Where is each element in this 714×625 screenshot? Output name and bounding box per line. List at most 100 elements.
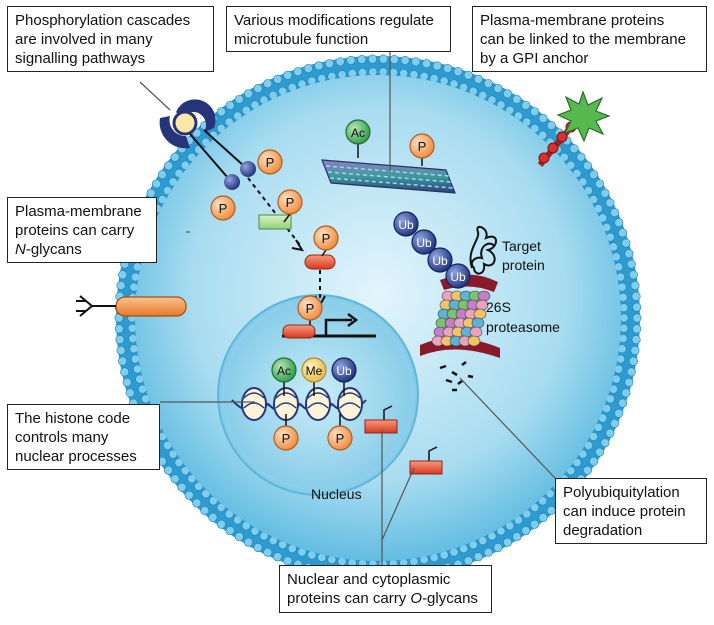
lipid-head xyxy=(600,438,610,448)
lipid-head xyxy=(493,543,503,553)
me-marker xyxy=(301,357,327,383)
ub-marker-label: Ub xyxy=(450,270,466,284)
callout-microtubule-line2: microtubule function xyxy=(234,31,369,48)
lipid-head xyxy=(216,519,226,529)
kinase-box xyxy=(258,214,292,230)
lipid-head xyxy=(157,170,167,180)
nucleosomes xyxy=(231,387,367,421)
lipid-head xyxy=(632,324,642,334)
ub-marker-label: Ub xyxy=(416,236,432,250)
p-marker xyxy=(327,425,353,451)
target-protein-label-line1: Target xyxy=(502,238,541,254)
ac-marker-label: Ac xyxy=(351,126,365,140)
lipid-head xyxy=(576,152,586,162)
lipid-head xyxy=(116,345,126,355)
o-glycan-protein-1 xyxy=(364,405,398,434)
lipid-head xyxy=(483,547,493,557)
callout-histone-line1: The histone code xyxy=(15,410,131,427)
o-italic: O xyxy=(410,590,423,607)
modification-stem xyxy=(283,213,291,223)
nucleosome xyxy=(305,387,331,421)
p-marker xyxy=(409,133,435,159)
lipid-head xyxy=(463,70,473,80)
lipid-head xyxy=(610,208,620,218)
lipid-head xyxy=(170,474,180,484)
lipid-head xyxy=(201,137,211,147)
lipid-head xyxy=(538,113,548,123)
p-marker-label: P xyxy=(336,431,345,446)
lipid-head xyxy=(530,107,540,117)
n-italic: N xyxy=(15,241,26,258)
lipid-head xyxy=(521,526,531,536)
ac-marker xyxy=(345,119,371,145)
lipid-head xyxy=(631,291,641,301)
lipid-head xyxy=(151,179,161,189)
lipid-head xyxy=(253,83,263,93)
p-marker xyxy=(297,295,323,321)
callout-gpi-line3: by a GPI anchor xyxy=(480,50,589,67)
lipid-head xyxy=(614,218,624,228)
lipid-head xyxy=(432,61,442,71)
me-marker-label: Me xyxy=(306,364,323,378)
callout-n-glycans: Plasma-membrane proteins can carry N-gly… xyxy=(7,197,157,263)
p-marker-label: P xyxy=(282,431,291,446)
lipid-head xyxy=(512,94,522,104)
lipid-head xyxy=(283,70,293,80)
dna-wrap xyxy=(339,392,361,409)
lipid-head xyxy=(595,447,605,457)
callout-o-glycans-line2: proteins can carry O-glycans xyxy=(287,589,484,608)
receptor-complex xyxy=(159,99,256,190)
o-glycans-rest: -glycans xyxy=(422,590,478,607)
lipid-head xyxy=(116,281,126,291)
ub-marker-label: Ub xyxy=(336,364,352,378)
membrane-lipid-heads xyxy=(114,54,642,582)
lipid-head xyxy=(521,100,531,110)
lipid-head xyxy=(263,547,273,557)
lipid-head xyxy=(324,59,334,69)
lipid-head xyxy=(163,465,173,475)
lipid-head xyxy=(200,505,210,515)
callout-polyubiquitylation-line3: degradation xyxy=(563,522,643,539)
lipid-head xyxy=(225,526,235,536)
lipid-head xyxy=(115,335,125,345)
callout-o-glycans-line1: Nuclear and cytoplasmic xyxy=(287,571,451,588)
p-marker-label: P xyxy=(306,301,315,316)
lipid-head xyxy=(346,55,356,65)
lipid-head xyxy=(357,55,367,65)
lipid-head xyxy=(453,67,463,77)
microtubule xyxy=(321,159,456,194)
lipid-head xyxy=(263,79,273,89)
lipid-head xyxy=(400,55,410,65)
lipid-head xyxy=(244,537,254,547)
lipid-head xyxy=(626,259,636,269)
callout-polyubiquitylation-line2: can induce protein xyxy=(563,503,686,520)
p-marker xyxy=(273,425,299,451)
o-glycans-prefix: proteins can carry xyxy=(287,590,411,607)
lipid-head xyxy=(630,345,640,355)
lipid-head xyxy=(502,89,512,99)
lipid-head xyxy=(118,270,128,280)
lipid-head xyxy=(632,302,642,312)
callout-n-glycans-line3: N-glycans xyxy=(15,240,149,259)
gene-promoter xyxy=(282,313,376,339)
lipid-head xyxy=(122,377,132,387)
lipid-head xyxy=(630,281,640,291)
ub-marker xyxy=(331,357,357,383)
lipid-head xyxy=(114,324,124,334)
lipid-head xyxy=(619,313,629,323)
p-marker xyxy=(313,225,339,251)
callout-phosphorylation-line2: are involved in many xyxy=(15,31,153,48)
ub-marker xyxy=(427,247,453,273)
lipid-head xyxy=(605,428,615,438)
lipid-head xyxy=(234,532,244,542)
lipid-head xyxy=(530,519,540,529)
leader-lines xyxy=(139,52,556,565)
lipid-head xyxy=(273,552,283,562)
proteasome-26s xyxy=(420,274,500,358)
degraded-peptides xyxy=(439,361,474,392)
lipid-head xyxy=(624,377,634,387)
lipid-head xyxy=(184,490,194,500)
lipid-head xyxy=(443,64,453,74)
p-marker-label: P xyxy=(286,195,295,210)
